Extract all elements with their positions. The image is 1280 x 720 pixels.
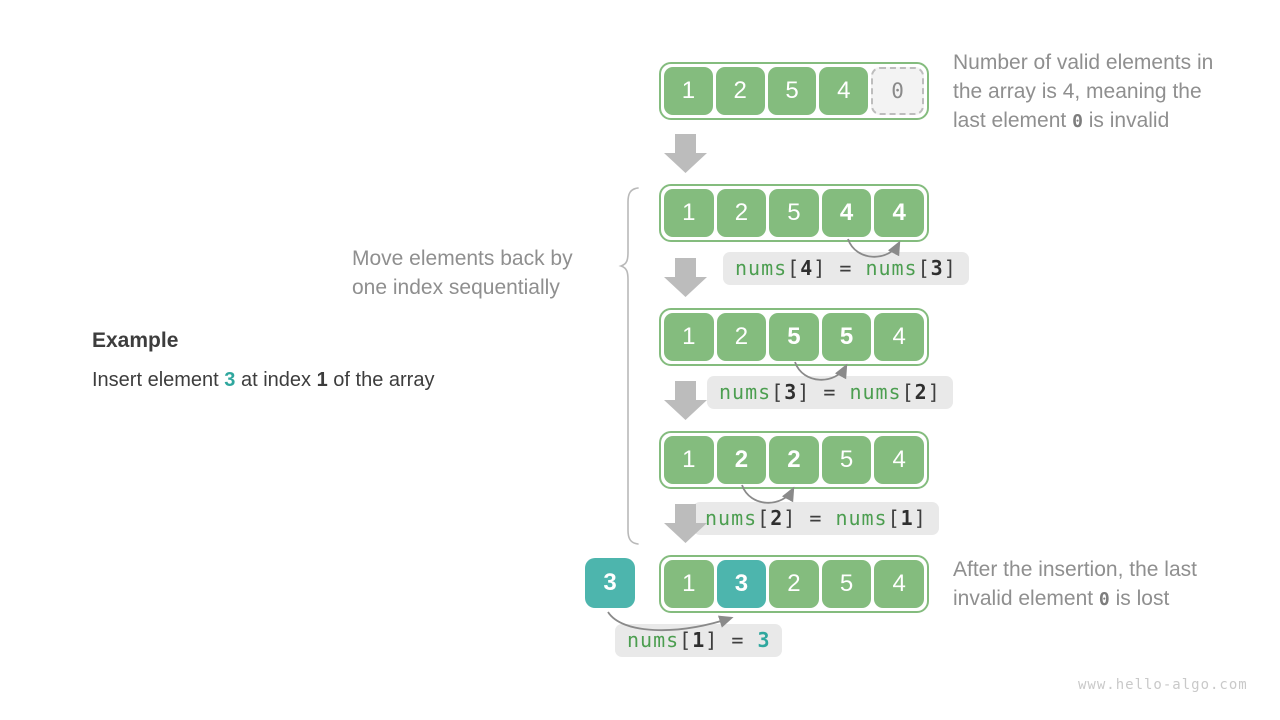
array-cell: 5	[769, 313, 819, 361]
array-cell: 5	[821, 313, 872, 361]
down-arrow-icon	[664, 134, 707, 173]
down-arrow-icon	[664, 381, 707, 420]
array-cell: 2	[769, 436, 819, 484]
text-segment: ]	[913, 506, 927, 530]
text-segment: [	[757, 506, 771, 530]
down-arrow-icon	[664, 258, 707, 297]
text-segment: 3	[784, 380, 798, 404]
text-segment: ] =	[813, 256, 866, 280]
watermark: www.hello-algo.com	[1078, 677, 1248, 693]
text-segment: the array is 4, meaning the	[953, 80, 1202, 103]
text-segment: nums	[627, 628, 680, 652]
text-segment: 4	[800, 256, 814, 280]
array-cell: 2	[716, 313, 767, 361]
array-cell: 2	[715, 67, 765, 115]
array-cell: 1	[664, 436, 714, 484]
valid-elements-note-line-1: Number of valid elements in	[953, 48, 1213, 77]
array-cell: 5	[769, 189, 819, 237]
text-segment: [	[887, 506, 901, 530]
text-segment: is invalid	[1082, 109, 1170, 132]
text-segment: 3	[757, 628, 771, 652]
array-cell: 5	[821, 560, 872, 608]
array-cell: 3	[716, 560, 767, 608]
text-segment: nums	[835, 506, 888, 530]
text-segment: After the insertion, the last	[953, 558, 1197, 581]
example-title: Example	[92, 329, 179, 352]
array-cell: 4	[821, 189, 872, 237]
curly-brace	[618, 187, 639, 545]
text-segment: ] =	[783, 506, 836, 530]
valid-elements-note-line-3: last element 0 is invalid	[953, 106, 1169, 136]
text-segment: Insert element	[92, 369, 225, 391]
text-segment: 3	[224, 369, 236, 391]
array-cell: 4	[819, 67, 869, 115]
text-segment: 0	[1072, 111, 1083, 132]
array-cell: 1	[664, 189, 714, 237]
text-segment: 1	[316, 369, 328, 391]
text-segment: last element	[953, 109, 1073, 132]
array-cell: 2	[716, 189, 767, 237]
code-label-step-4: nums[1] = 3	[615, 624, 783, 657]
text-segment: of the array	[327, 369, 435, 391]
code-label-step-3: nums[2] = nums[1]	[693, 502, 939, 535]
text-segment: is lost	[1109, 587, 1170, 610]
example-description: Insert element 3 at index 1 of the array	[92, 369, 434, 392]
text-segment: 2	[770, 506, 784, 530]
text-segment: at index	[235, 369, 317, 391]
text-segment: ]	[927, 380, 941, 404]
text-segment: [	[901, 380, 915, 404]
array-cell: 5	[821, 436, 872, 484]
text-segment: one index sequentially	[352, 276, 560, 299]
text-segment: nums	[865, 256, 918, 280]
array-cell: 4	[874, 313, 924, 361]
inserted-value-box: 3	[585, 558, 635, 608]
array-cell: 2	[769, 560, 819, 608]
text-segment: nums	[849, 380, 902, 404]
text-segment: 1	[900, 506, 914, 530]
array-cell: 1	[664, 67, 713, 115]
text-segment: 2	[914, 380, 928, 404]
array-cell: 1	[664, 560, 714, 608]
text-segment: invalid element	[953, 587, 1099, 610]
array-cell: 1	[664, 313, 714, 361]
array-cell: 0	[871, 67, 924, 115]
array-cell: 4	[874, 436, 924, 484]
text-segment: nums	[719, 380, 772, 404]
text-segment: nums	[735, 256, 788, 280]
text-segment: [	[771, 380, 785, 404]
text-segment: 3	[930, 256, 944, 280]
array-cell: 4	[874, 189, 924, 237]
text-segment: nums	[705, 506, 758, 530]
move-note-line-2: one index sequentially	[352, 273, 560, 302]
text-segment: [	[917, 256, 931, 280]
text-segment: 0	[1098, 589, 1110, 610]
text-segment: 1	[692, 628, 706, 652]
text-segment: [	[679, 628, 693, 652]
text-segment: ] =	[797, 380, 850, 404]
code-label-step-2: nums[3] = nums[2]	[707, 376, 953, 409]
array-cell: 4	[874, 560, 924, 608]
text-segment: ] =	[705, 628, 758, 652]
text-segment: Number of valid elements in	[953, 51, 1214, 74]
text-segment: Move elements back by	[352, 247, 573, 270]
array-cell: 5	[767, 67, 817, 115]
insertion-result-note-line-2: invalid element 0 is lost	[953, 584, 1169, 614]
code-label-step-1: nums[4] = nums[3]	[723, 252, 969, 285]
text-segment: ]	[943, 256, 957, 280]
move-note-line-1: Move elements back by	[352, 244, 573, 273]
array-cell: 2	[716, 436, 767, 484]
insertion-result-note-line-1: After the insertion, the last	[953, 555, 1197, 584]
valid-elements-note-line-2: the array is 4, meaning the	[953, 77, 1202, 106]
text-segment: [	[787, 256, 801, 280]
